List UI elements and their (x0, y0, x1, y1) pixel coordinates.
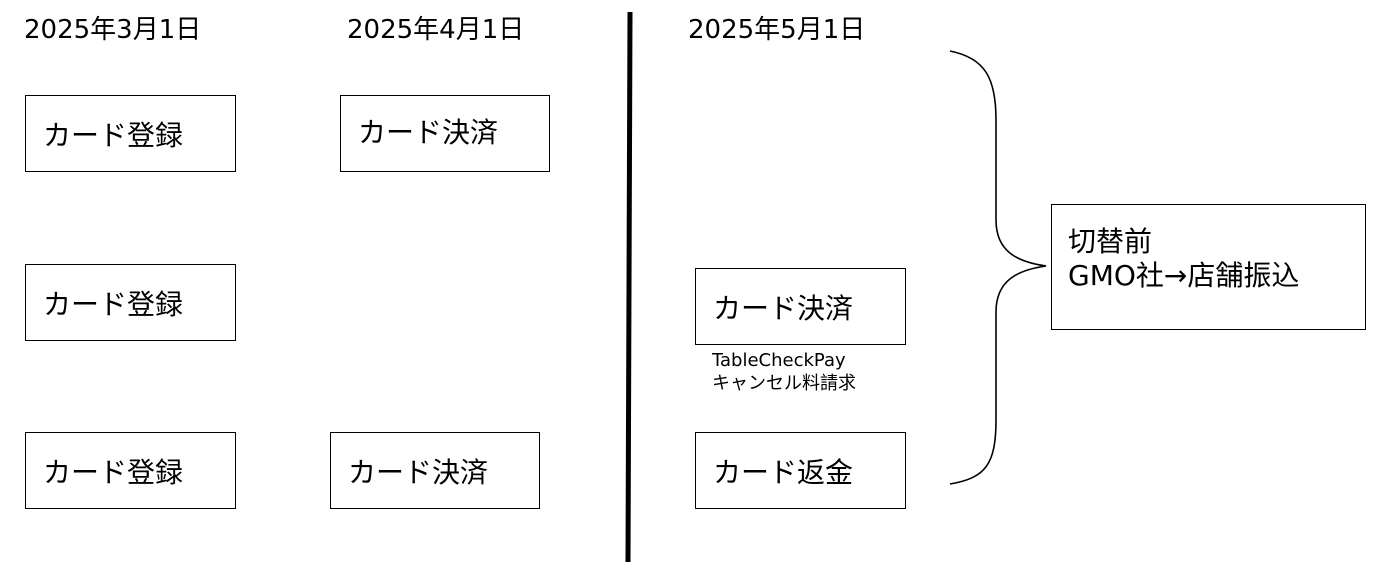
card-registration-box-3: カード登録 (25, 432, 236, 509)
tablecheckpay-note: TableCheckPay キャンセル料請求 (712, 349, 856, 395)
card-registration-label: カード登録 (43, 118, 184, 152)
divider-line (625, 11, 633, 563)
card-payment-box-april-1: カード決済 (340, 95, 550, 172)
card-registration-box-2: カード登録 (25, 264, 236, 341)
curly-brace (949, 50, 1047, 485)
card-registration-label: カード登録 (43, 287, 184, 321)
date-march: 2025年3月1日 (24, 15, 202, 45)
card-payment-label: カード決済 (713, 291, 854, 325)
note-line-2: キャンセル料請求 (712, 373, 856, 394)
card-payment-label: カード決済 (348, 455, 489, 489)
card-payment-label: カード決済 (358, 115, 499, 149)
card-refund-label: カード返金 (713, 455, 854, 489)
note-line-1: TableCheckPay (712, 350, 846, 371)
card-payment-box-may: カード決済 (695, 268, 906, 345)
date-may: 2025年5月1日 (688, 15, 866, 45)
card-registration-label: カード登録 (43, 455, 184, 489)
result-line-2: GMO社→店舗振込 (1068, 259, 1300, 292)
result-box: 切替前 GMO社→店舗振込 (1051, 204, 1366, 330)
date-april: 2025年4月1日 (347, 15, 525, 45)
card-payment-box-april-3: カード決済 (330, 432, 540, 509)
card-refund-box: カード返金 (695, 432, 906, 509)
card-registration-box-1: カード登録 (25, 95, 236, 172)
result-line-1: 切替前 (1068, 225, 1153, 258)
